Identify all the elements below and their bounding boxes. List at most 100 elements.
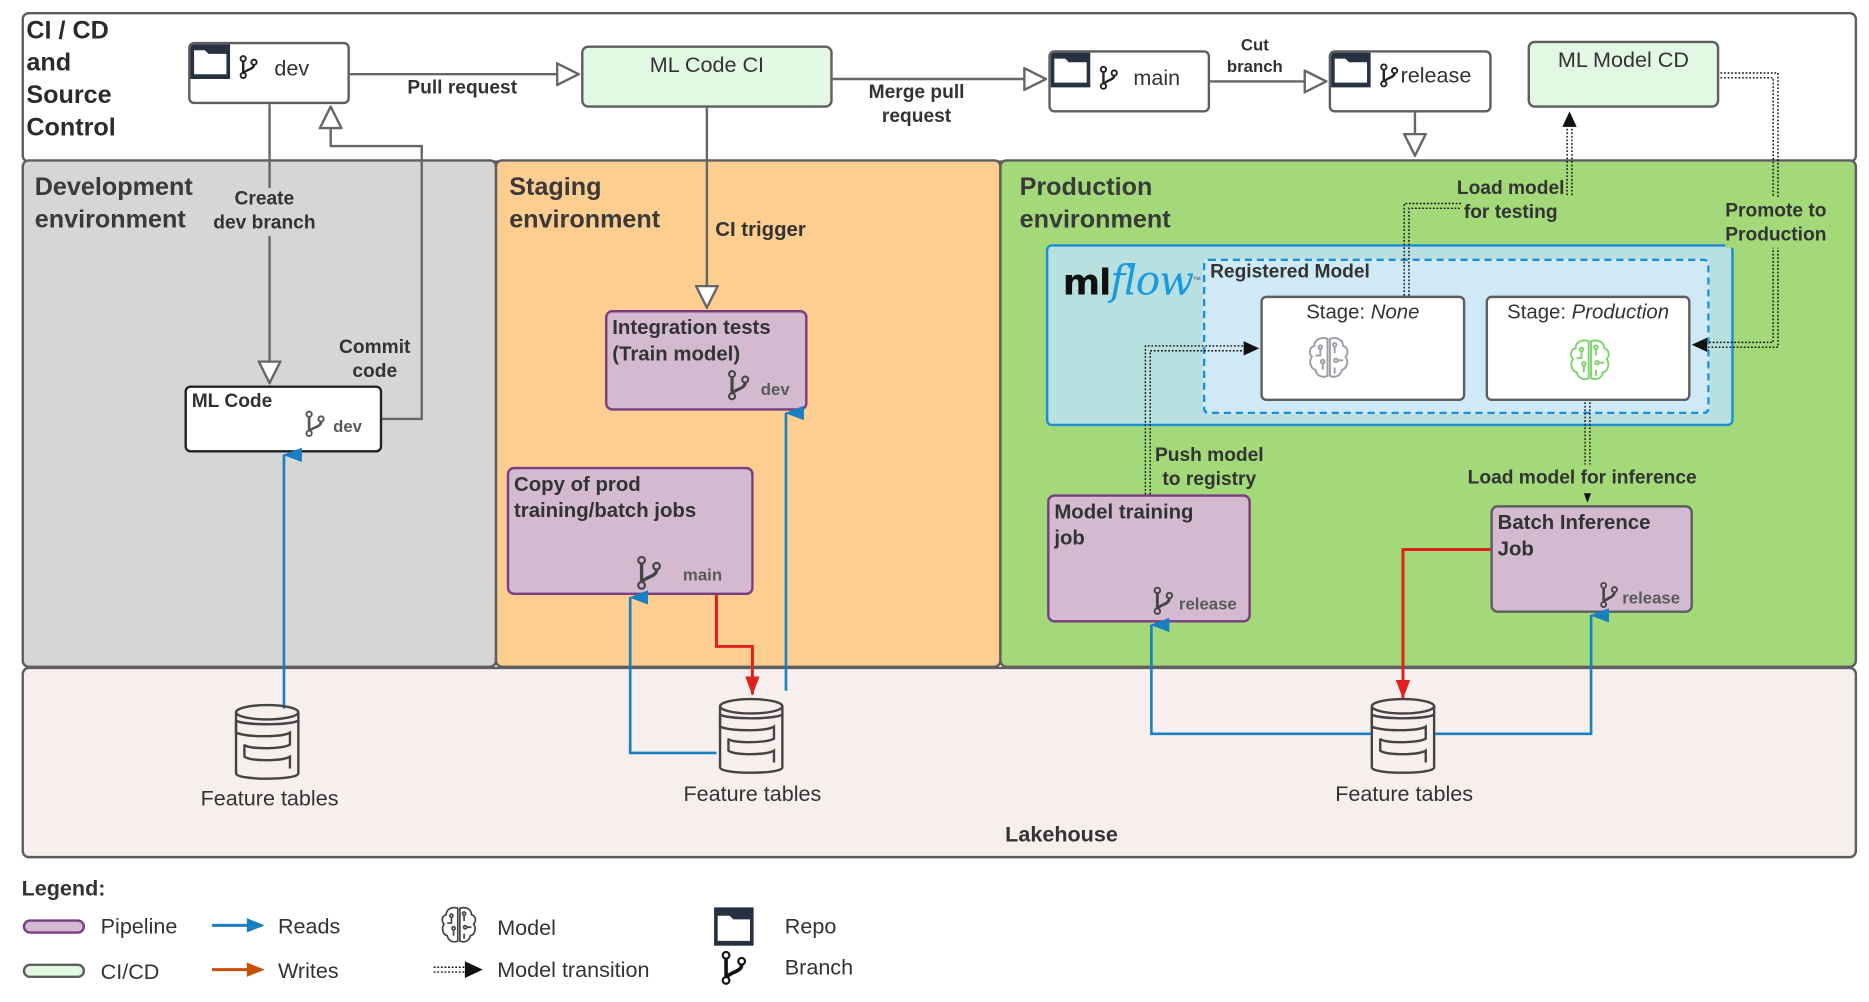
ml-code-ci-box[interactable]: ML Code CI xyxy=(581,45,833,108)
model-training-job[interactable]: Model training job release xyxy=(1047,494,1251,623)
push-model-line-2: to registry xyxy=(1162,469,1257,490)
load-model-testing-line-2: for testing xyxy=(1463,202,1558,223)
model-training-job-title: Model training job xyxy=(1054,499,1193,552)
legend-branch-icon xyxy=(721,950,747,985)
legend-model-transition-icon xyxy=(433,961,483,979)
development-title: Development environment xyxy=(35,171,193,236)
registered-model-label: Registered Model xyxy=(1210,262,1370,283)
cicd-title-line: Control xyxy=(26,113,116,142)
legend-repo-label: Repo xyxy=(784,914,837,939)
pull-request-label: Pull request xyxy=(407,77,518,99)
cicd-title-line: Source xyxy=(26,81,112,109)
create-dev-branch-line-1: Create xyxy=(234,189,295,210)
writes-edge-batch-inference xyxy=(1395,547,1491,700)
branch-icon xyxy=(1600,581,1618,608)
cut-branch-line-1: Cut xyxy=(1240,34,1269,54)
legend-reads-label: Reads xyxy=(277,914,341,939)
merge-pull-request-label: Merge pull request xyxy=(869,81,965,129)
ml-code-branch: dev xyxy=(333,416,362,436)
legend-writes-arrow-icon xyxy=(212,962,265,977)
repo-icon xyxy=(1331,52,1371,88)
model-training-job-title-1: Model training xyxy=(1054,500,1194,524)
model-transition-load-testing xyxy=(1403,111,1577,296)
branch-icon xyxy=(239,55,258,80)
load-model-testing-label: Load model for testing xyxy=(1457,177,1565,225)
promote-line-2: Production xyxy=(1725,225,1827,246)
production-title-line-2: environment xyxy=(1019,205,1171,234)
staging-title-line-2: environment xyxy=(509,205,661,234)
production-title: Production environment xyxy=(1020,171,1171,236)
load-model-inference-label: Load model for inference xyxy=(1467,466,1697,491)
model-training-job-branch: release xyxy=(1178,593,1237,613)
dev-title-line-1: Development xyxy=(34,173,193,202)
repo-dev-label: dev xyxy=(274,56,310,81)
mlflow-logo-flow: flow xyxy=(1110,257,1194,306)
feature-tables-label-staging: Feature tables xyxy=(683,781,822,806)
branch-icon xyxy=(1153,586,1174,615)
feature-tables-label-dev: Feature tables xyxy=(200,786,339,811)
feature-table-icon-staging xyxy=(718,697,784,774)
batch-inference-job-title-1: Batch Inference xyxy=(1497,511,1651,534)
cicd-title-line: and xyxy=(26,49,72,77)
integration-tests-job[interactable]: Integration tests (Train model) dev xyxy=(605,310,808,411)
legend-pipeline-swatch xyxy=(22,919,86,934)
copy-prod-jobs[interactable]: Copy of prod training/batch jobs main xyxy=(506,466,754,595)
stage-production-prefix: Stage: xyxy=(1507,300,1572,324)
model-transition-load-inference xyxy=(1583,402,1592,503)
repo-icon xyxy=(190,44,231,80)
merge-pull-request-line-1: Merge pull xyxy=(868,82,965,103)
commit-code-edge xyxy=(331,107,423,421)
legend-pipeline-label: Pipeline xyxy=(100,914,178,939)
branch-icon xyxy=(1380,63,1399,88)
production-title-line-1: Production xyxy=(1019,173,1153,202)
lakehouse-title: Lakehouse xyxy=(1005,822,1118,847)
feature-table-icon-dev xyxy=(234,703,300,780)
integration-tests-title: Integration tests (Train model) xyxy=(612,315,770,368)
batch-inference-job-branch: release xyxy=(1622,587,1681,607)
integration-tests-title-2: (Train model) xyxy=(612,342,741,366)
trademark-mark: ™ xyxy=(1192,276,1201,285)
ml-model-cd-box[interactable]: ML Model CD xyxy=(1527,40,1720,108)
model-brain-icon-production xyxy=(1570,339,1610,381)
repo-dev[interactable]: dev xyxy=(188,41,350,105)
batch-inference-job-title: Batch Inference Job xyxy=(1498,510,1651,563)
legend-model-brain-icon xyxy=(441,906,477,943)
branch-icon xyxy=(305,410,325,437)
model-transition-push xyxy=(1144,341,1260,495)
staging-title-line-1: Staging xyxy=(509,173,602,202)
integration-tests-branch: dev xyxy=(760,379,790,399)
load-model-testing-line-1: Load model xyxy=(1456,178,1565,199)
legend-model-label: Model xyxy=(497,915,556,940)
legend-cicd-swatch xyxy=(22,963,86,979)
commit-code-line-1: Commit xyxy=(339,337,411,358)
legend-cicd-label: CI/CD xyxy=(100,960,160,985)
copy-prod-jobs-title-2: training/batch jobs xyxy=(513,499,697,522)
batch-inference-job[interactable]: Batch Inference Job release xyxy=(1490,505,1693,613)
reads-edge-model-training xyxy=(1150,617,1371,736)
copy-prod-jobs-title: Copy of prod training/batch jobs xyxy=(514,472,696,525)
stage-production-value: Production xyxy=(1571,300,1670,324)
cut-branch-line-2: branch xyxy=(1226,56,1283,76)
copy-prod-jobs-title-1: Copy of prod xyxy=(513,472,641,496)
push-model-label: Push model to registry xyxy=(1155,444,1264,492)
stage-none-value: None xyxy=(1370,300,1420,324)
repo-release-label: release xyxy=(1400,63,1472,88)
commit-code-line-2: code xyxy=(352,361,398,382)
merge-pull-request-line-2: request xyxy=(881,106,952,127)
promote-line-1: Promote to xyxy=(1725,201,1827,222)
stage-none-box[interactable]: Stage: None xyxy=(1260,295,1466,402)
writes-edge-copy-jobs xyxy=(714,594,760,696)
repo-release[interactable]: release xyxy=(1328,50,1492,113)
model-training-job-title-2: job xyxy=(1054,526,1085,550)
cut-branch-label: Cut branch xyxy=(1227,34,1283,77)
create-dev-branch-label: Create dev branch xyxy=(213,187,316,236)
stage-production-box[interactable]: Stage: Production xyxy=(1485,295,1691,402)
cicd-title-line: CI / CD xyxy=(26,16,109,45)
reads-edge-batch-inference xyxy=(1435,608,1610,736)
legend-branch-label: Branch xyxy=(784,955,854,980)
staging-title: Staging environment xyxy=(509,171,660,236)
repo-main[interactable]: main xyxy=(1048,50,1211,113)
cicd-title: CI / CD and Source Control xyxy=(26,14,115,143)
